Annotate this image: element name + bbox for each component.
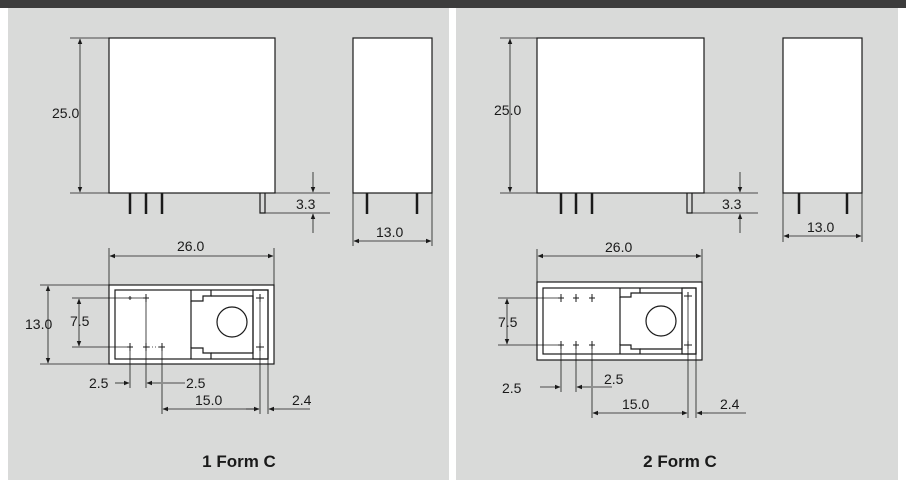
side-view-body	[782, 37, 863, 194]
pin-length-label: 3.3	[722, 196, 742, 212]
drawing-2-form-c: 25.0 3.3 13.0 26.0 7.5 2.5 2.5 15.0 2.4 …	[494, 37, 863, 471]
height-label: 25.0	[494, 102, 521, 118]
span-label: 15.0	[622, 396, 649, 412]
pitch-right-label: 2.5	[604, 371, 624, 387]
row-pitch-label: 7.5	[498, 314, 518, 330]
top-bar	[0, 0, 906, 8]
side-width-label: 13.0	[807, 219, 834, 235]
front-view-body	[536, 37, 705, 194]
edge-label: 2.4	[292, 392, 312, 408]
width-label: 13.0	[25, 316, 52, 332]
height-label: 25.0	[52, 105, 79, 121]
row-pitch-label: 7.5	[70, 313, 90, 329]
pitch-right-label: 2.5	[186, 375, 206, 391]
side-view-body	[352, 37, 433, 194]
caption-2-form-c: 2 Form C	[643, 452, 717, 471]
pitch-left-label: 2.5	[89, 375, 109, 391]
pin	[686, 193, 693, 214]
front-view-body	[108, 37, 276, 194]
pitch-left-label: 2.5	[502, 380, 522, 396]
bottom-view-hole	[645, 305, 677, 337]
edge-label: 2.4	[720, 396, 740, 412]
caption-1-form-c: 1 Form C	[202, 452, 276, 471]
pin	[259, 193, 266, 214]
length-label: 26.0	[605, 239, 632, 255]
side-width-label: 13.0	[376, 224, 403, 240]
bottom-view-hole	[216, 306, 248, 338]
panel-1-form-c: 25.0 3.3 13.0 26.0 13.0 7.5 2.5 2.5 15.0…	[8, 8, 449, 480]
drawing-1-form-c: 25.0 3.3 13.0 26.0 13.0 7.5 2.5 2.5 15.0…	[25, 37, 433, 471]
span-label: 15.0	[195, 392, 222, 408]
pin-length-label: 3.3	[296, 196, 316, 212]
length-label: 26.0	[177, 238, 204, 254]
panel-2-form-c: 25.0 3.3 13.0 26.0 7.5 2.5 2.5 15.0 2.4 …	[456, 8, 898, 480]
